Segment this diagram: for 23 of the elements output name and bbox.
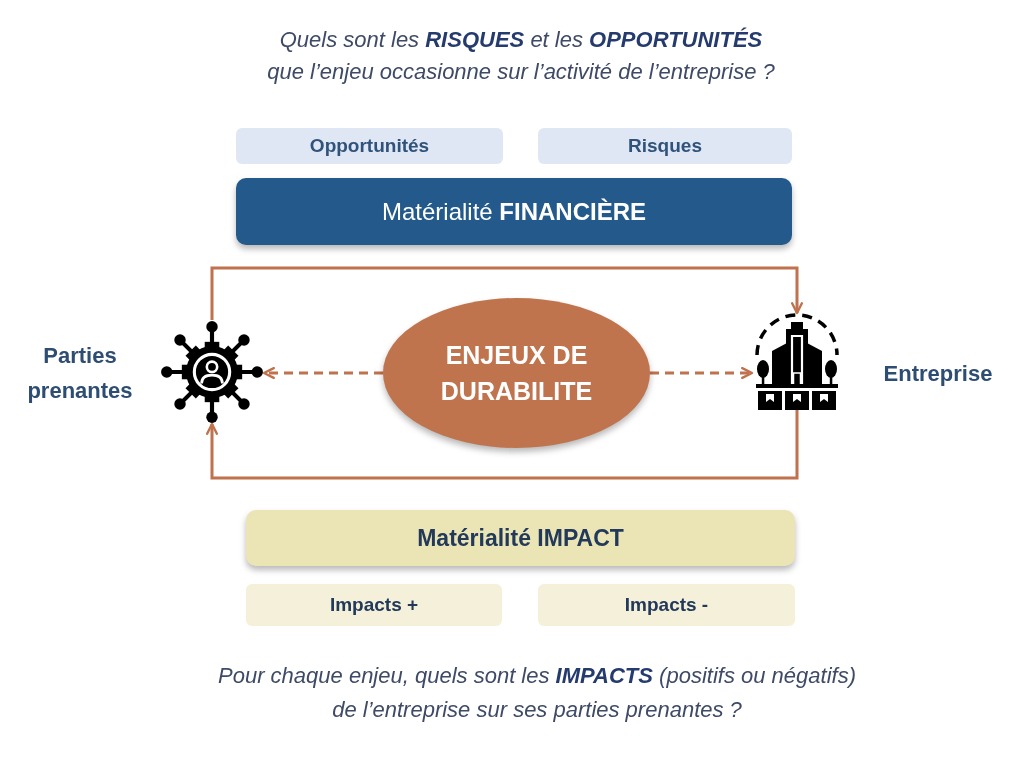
node-label: Opportunités: [309, 134, 430, 158]
title-text: Quels sont les RISQUES et les OPPORTUNITÉS que l’enjeu occasionne sur l’activité de l’entreprise ?: [266, 26, 776, 86]
materiality-band: [236, 178, 792, 245]
category-box: [236, 128, 503, 164]
node-label: Matérialité FINANCIÈRE: [381, 197, 646, 226]
node-label: Impacts +: [329, 593, 419, 617]
category-box: [538, 128, 792, 164]
materiality-band: [246, 510, 795, 566]
category-box: [538, 584, 795, 626]
icon-caption: Entreprise: [882, 360, 994, 388]
city-buildings-icon: [752, 313, 842, 410]
arrow: [210, 266, 804, 320]
people-network-icon: [160, 320, 264, 424]
arrow: [205, 410, 799, 480]
caption-text: Pour chaque enjeu, quels sont les IMPACTS (positifs ou négatifs) de l’entreprise sur ses parties prenantes ?: [217, 662, 857, 724]
dashed-arrow: [262, 366, 383, 380]
node-label: Matérialité IMPACT: [417, 524, 624, 552]
icon-caption: Parties prenantes: [26, 342, 134, 405]
dashed-arrow: [650, 366, 754, 380]
node-label: ENJEUX DE DURABILITE: [439, 340, 594, 407]
category-box: [246, 584, 502, 626]
node-label: Impacts -: [624, 593, 709, 617]
node-label: Risques: [628, 134, 702, 158]
